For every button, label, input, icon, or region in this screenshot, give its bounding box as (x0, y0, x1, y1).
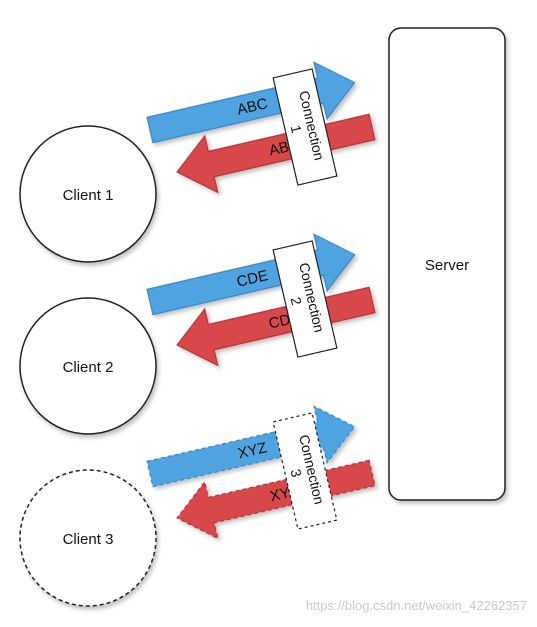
server-label: Server (425, 257, 469, 274)
client-2-label: Client 2 (63, 359, 114, 376)
request-arrow-3-label: XYZ (236, 439, 268, 462)
connection-2-group: CDE CDE Connection 2 (146, 233, 376, 367)
request-arrow-1-label: ABC (235, 95, 269, 119)
connection-3-number: 3 (288, 467, 305, 478)
client-1-node: Client 1 (19, 125, 157, 263)
client-1-label: Client 1 (63, 187, 114, 204)
watermark-text: https://blog.csdn.net/weixin_42262357 (306, 598, 527, 613)
request-arrow-2-label: CDE (235, 267, 270, 291)
connection-1-number: 1 (288, 123, 305, 134)
client-3-node: Client 3 (19, 469, 157, 607)
connection-2-number: 2 (288, 295, 305, 306)
connection-3-group: XYZ XYZ Connection 3 (146, 405, 376, 540)
connection-1-box: Connection 1 (272, 68, 338, 186)
connection-1-group: ABC ABC Connection 1 (146, 61, 376, 194)
client-2-node: Client 2 (19, 297, 157, 435)
client-3-label: Client 3 (63, 531, 114, 548)
server-box: Server (388, 27, 506, 501)
